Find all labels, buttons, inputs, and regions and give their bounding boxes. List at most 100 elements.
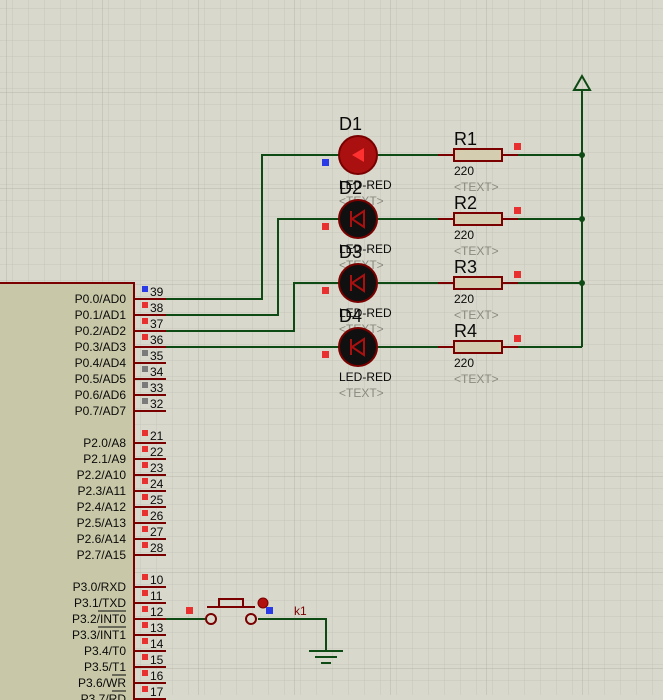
- pin-marker-gray: [142, 398, 148, 404]
- power-terminal[interactable]: [572, 73, 592, 91]
- resistor-ref: R4: [454, 321, 477, 341]
- resistor-value: 220: [454, 164, 474, 178]
- diode-arrow-icon: [350, 337, 365, 357]
- pin-marker: [322, 351, 329, 358]
- diode-arrow-icon: [350, 209, 365, 229]
- pin-number: 35: [150, 349, 164, 363]
- wire-p01-d2[interactable]: [166, 218, 340, 316]
- led-ref: D1: [339, 114, 362, 134]
- resistor-text-placeholder: <TEXT>: [454, 372, 499, 386]
- resistor-ref: R1: [454, 129, 477, 149]
- pin-number: 24: [150, 477, 164, 491]
- leds: D1LED-RED<TEXT>D2LED-RED<TEXT>D3LED-RED<…: [322, 114, 392, 400]
- pin-marker-red: [142, 574, 148, 580]
- pin-name: P3.7/RD: [81, 692, 127, 700]
- pin-marker-red: [142, 654, 148, 660]
- led-type: LED-RED: [339, 370, 392, 384]
- mcu-pin-39[interactable]: P0.0/AD0 39: [75, 285, 166, 306]
- mcu-pin-37[interactable]: P0.2/AD2 37: [75, 317, 166, 338]
- pin-number: 17: [150, 685, 164, 699]
- resistor-body: [453, 212, 503, 226]
- pin-marker-red: [142, 510, 148, 516]
- pin-number: 16: [150, 669, 164, 683]
- pin-name: P3.1/TXD: [74, 596, 126, 610]
- mcu-body[interactable]: [0, 282, 135, 700]
- mcu-pin-17[interactable]: P3.7/RD 17: [81, 685, 166, 700]
- pin-number: 37: [150, 317, 164, 331]
- pin-name: P3.4/T0: [84, 644, 126, 658]
- pin-marker-red: [142, 446, 148, 452]
- pin-number: 32: [150, 397, 164, 411]
- mcu-chip[interactable]: [0, 282, 135, 700]
- pin-name: P2.1/A9: [83, 452, 126, 466]
- resistor-text-placeholder: <TEXT>: [454, 244, 499, 258]
- pin-name: P2.6/A14: [77, 532, 127, 546]
- pin-marker-gray: [142, 366, 148, 372]
- pin-name: P0.0/AD0: [75, 292, 127, 306]
- pin-number: 11: [150, 589, 163, 603]
- ground-terminal[interactable]: [309, 650, 343, 664]
- push-button-k1[interactable]: k1: [186, 597, 307, 625]
- switch-contact-icon: [245, 613, 257, 625]
- wire-p02-d3[interactable]: [166, 282, 340, 332]
- wire-p00-d1[interactable]: [166, 154, 340, 300]
- pin-marker-red: [142, 302, 148, 308]
- pin-name: P3.0/RXD: [73, 580, 127, 594]
- switch-knob: [218, 598, 244, 608]
- pin-name: P2.2/A10: [77, 468, 127, 482]
- led-type: LED-RED: [339, 242, 392, 256]
- resistor-ref: R3: [454, 257, 477, 277]
- pin-marker-red: [142, 686, 148, 692]
- pin-marker-red: [142, 462, 148, 468]
- mcu-pin-11[interactable]: P3.1/TXD 11: [74, 589, 166, 610]
- pin-name: P3.3/INT1: [72, 628, 126, 642]
- pin-marker-red: [142, 638, 148, 644]
- pin-marker-red: [142, 494, 148, 500]
- pin-name: P0.7/AD7: [75, 404, 127, 418]
- pin-marker: [514, 271, 521, 278]
- wire-k1-gnd[interactable]: [258, 618, 327, 650]
- resistor-body: [453, 340, 503, 354]
- led-body: [338, 327, 378, 367]
- switch-probe-icon: [257, 597, 269, 609]
- led-ref: D2: [339, 178, 362, 198]
- mcu-pin-32[interactable]: P0.7/AD7 32: [75, 397, 166, 418]
- pin-marker-red: [142, 590, 148, 596]
- pin-name: P0.2/AD2: [75, 324, 127, 338]
- pin-marker-red: [186, 607, 193, 614]
- pin-number: 39: [150, 285, 164, 299]
- led-ref: D4: [339, 306, 362, 326]
- pin-name: P3.5/T1: [84, 660, 126, 674]
- pin-marker-red: [142, 542, 148, 548]
- pin-marker-red: [142, 606, 148, 612]
